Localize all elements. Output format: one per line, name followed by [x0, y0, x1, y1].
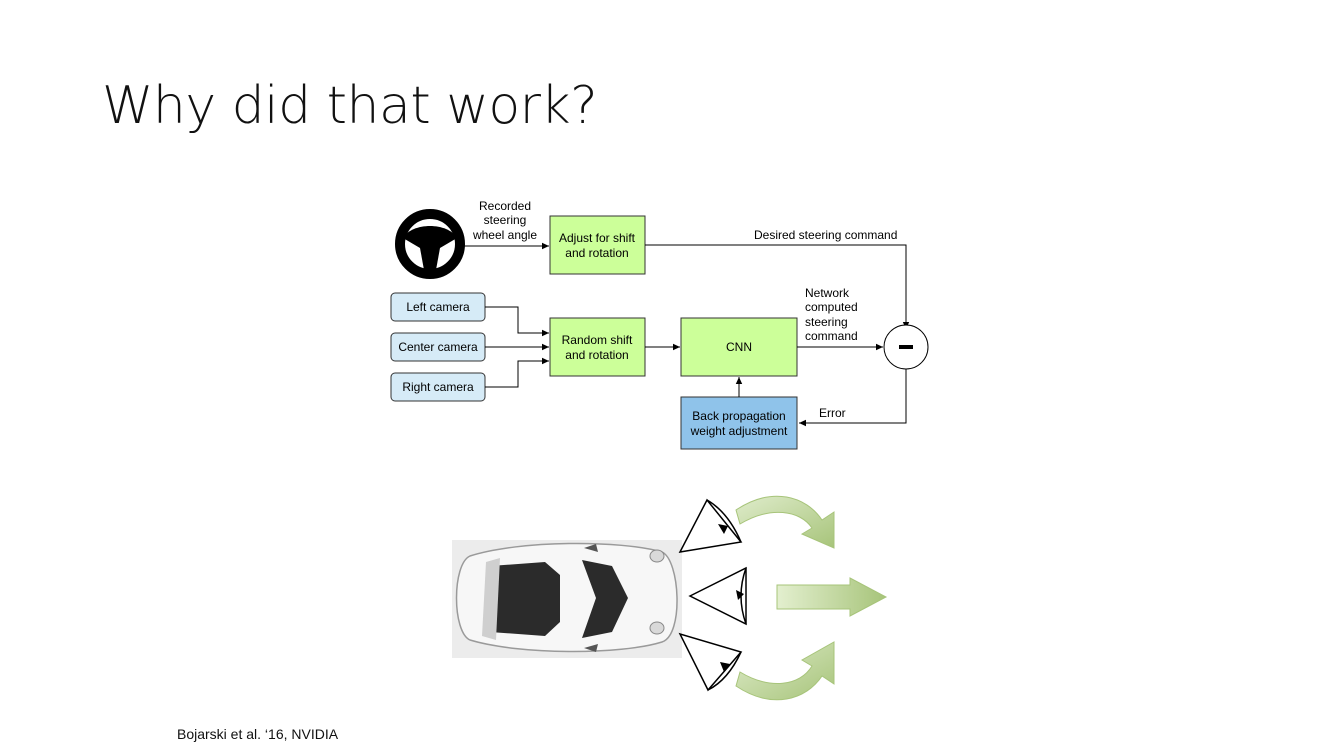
- car-top-view: [452, 540, 682, 658]
- left-camera-box: Left camera: [390, 292, 486, 322]
- recorded-label-line1: Recorded: [479, 199, 531, 213]
- error-label: Error: [819, 406, 846, 420]
- random-box-line1: Random shift: [562, 333, 633, 347]
- curved-arrow-top: [735, 495, 835, 549]
- network-label-line3: steering: [805, 315, 848, 329]
- recorded-angle-label: Recorded steering wheel angle: [472, 199, 537, 242]
- random-box-line2: and rotation: [565, 348, 628, 362]
- backprop-box: Back propagation weight adjustment: [680, 396, 798, 450]
- citation: Bojarski et al. ‘16, NVIDIA: [177, 726, 339, 742]
- camera-view-right: [678, 632, 743, 692]
- camera-view-left: [678, 498, 743, 553]
- recorded-label-line3: wheel angle: [472, 228, 537, 242]
- subtract-node: -: [883, 324, 929, 370]
- arrow-desired-command: [645, 244, 910, 329]
- network-label-line4: command: [805, 329, 858, 343]
- minus-icon: [899, 345, 913, 349]
- cnn-label: CNN: [726, 340, 752, 354]
- arrow-left-camera: [485, 306, 549, 337]
- adjust-box-line2: and rotation: [565, 246, 628, 260]
- backprop-line2: weight adjustment: [690, 424, 788, 438]
- camera-view-center: [688, 566, 747, 626]
- right-camera-label: Right camera: [402, 380, 474, 394]
- desired-command-label: Desired steering command: [754, 228, 897, 242]
- right-camera-box: Right camera: [390, 372, 486, 402]
- curved-arrow-bottom: [735, 641, 835, 701]
- network-label-line2: computed: [805, 300, 858, 314]
- center-camera-box: Center camera: [390, 332, 486, 362]
- network-command-label: Network computed steering command: [805, 286, 858, 343]
- steering-wheel-icon: [395, 209, 465, 279]
- center-camera-label: Center camera: [398, 340, 478, 354]
- arrow-error: [799, 369, 907, 427]
- left-camera-label: Left camera: [406, 300, 470, 314]
- random-shift-rotation-box: Random shift and rotation: [549, 317, 646, 377]
- cnn-box: CNN: [680, 317, 798, 377]
- network-label-line1: Network: [805, 286, 850, 300]
- straight-arrow-right: [776, 577, 888, 617]
- slide-title: Why did that work?: [102, 76, 598, 136]
- arrow-right-camera: [485, 357, 549, 388]
- recorded-label-line2: steering: [484, 213, 527, 227]
- backprop-line1: Back propagation: [692, 409, 785, 423]
- adjust-shift-rotation-box: Adjust for shift and rotation: [549, 215, 646, 275]
- adjust-box-line1: Adjust for shift: [559, 231, 636, 245]
